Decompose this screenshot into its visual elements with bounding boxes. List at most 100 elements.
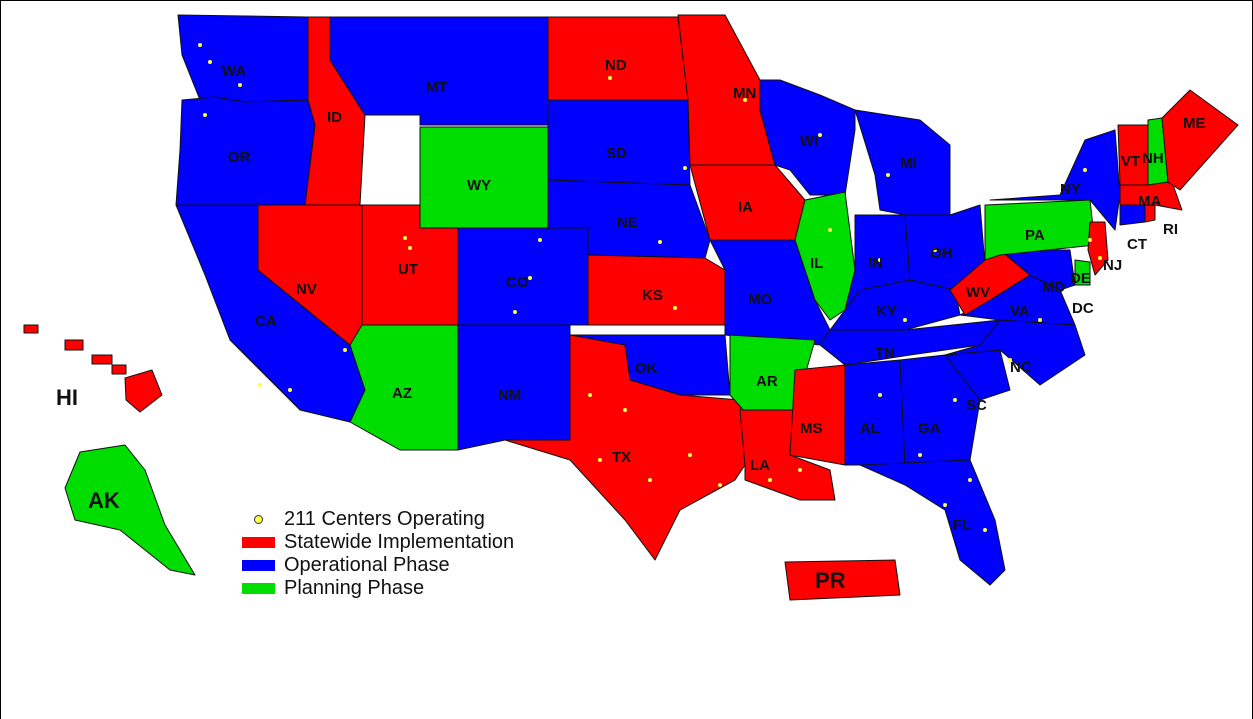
label-AR: AR — [756, 373, 778, 390]
center-dot — [878, 393, 882, 397]
center-dot — [743, 98, 747, 102]
center-dot — [673, 306, 677, 310]
legend-item-operational: Operational Phase — [242, 554, 514, 577]
center-dot — [408, 246, 412, 250]
center-dots — [198, 43, 1102, 532]
center-dot — [288, 388, 292, 392]
center-dot — [608, 76, 612, 80]
label-DC: DC — [1072, 300, 1094, 317]
state-ME — [1161, 89, 1239, 191]
label-SC: SC — [966, 397, 987, 414]
label-CO: CO — [506, 274, 529, 291]
center-dot — [1083, 168, 1087, 172]
label-MA: MA — [1138, 193, 1161, 210]
legend-item-planning: Planning Phase — [242, 577, 514, 600]
center-dot — [538, 238, 542, 242]
center-dot — [953, 398, 957, 402]
label-PA: PA — [1025, 227, 1045, 244]
label-IL: IL — [810, 255, 823, 272]
label-KS: KS — [642, 287, 663, 304]
center-dot — [258, 383, 262, 387]
legend-item-centers: 211 Centers Operating — [242, 508, 514, 531]
state-FL — [859, 459, 1006, 586]
label-MS: MS — [800, 420, 823, 437]
label-NV: NV — [296, 281, 317, 298]
label-LA: LA — [750, 457, 770, 474]
center-dot — [798, 468, 802, 472]
label-CT: CT — [1127, 236, 1147, 253]
label-SD: SD — [606, 145, 627, 162]
label-AL: AL — [860, 420, 880, 437]
center-dot — [203, 113, 207, 117]
state-TX — [504, 334, 746, 561]
legend-label-operational: Operational Phase — [284, 554, 450, 576]
hi-islet — [91, 354, 113, 365]
state-DE — [1074, 259, 1091, 286]
label-ID: ID — [327, 109, 342, 126]
label-OR: OR — [228, 149, 251, 166]
hi-islet — [64, 339, 84, 351]
center-dot — [878, 258, 882, 262]
hi-islet — [23, 324, 39, 334]
center-dot — [658, 240, 662, 244]
label-CA: CA — [255, 313, 277, 330]
legend-label-centers: 211 Centers Operating — [284, 508, 485, 530]
state-MT — [329, 16, 549, 126]
state-PR — [784, 559, 901, 601]
label-OK: OK — [635, 360, 658, 377]
statewide-swatch — [242, 537, 275, 548]
state-WA — [177, 14, 309, 103]
center-dot — [968, 478, 972, 482]
center-dot — [886, 173, 890, 177]
center-dot — [198, 43, 202, 47]
center-dot — [623, 408, 627, 412]
label-UT: UT — [398, 261, 418, 278]
center-dot — [903, 318, 907, 322]
center-dot — [918, 453, 922, 457]
label-MD: MD — [1042, 279, 1065, 296]
label-PR: PR — [815, 568, 846, 593]
center-dot — [1008, 358, 1012, 362]
label-ME: ME — [1183, 115, 1206, 132]
planning-swatch — [242, 583, 275, 594]
center-dot — [818, 133, 822, 137]
label-MT: MT — [426, 79, 448, 96]
center-dot — [588, 393, 592, 397]
center-dot — [238, 83, 242, 87]
state-AK — [64, 444, 196, 576]
center-dot — [933, 248, 937, 252]
center-dot — [528, 276, 532, 280]
label-OH: OH — [930, 245, 953, 262]
label-WV: WV — [966, 284, 990, 301]
label-NM: NM — [498, 387, 521, 404]
label-NJ: NJ — [1103, 257, 1122, 274]
legend-label-planning: Planning Phase — [284, 577, 425, 599]
center-dot — [403, 236, 407, 240]
center-dot — [768, 478, 772, 482]
state-GA — [899, 354, 981, 466]
center-dot — [208, 60, 212, 64]
center-dot-icon — [242, 515, 275, 524]
state-PA — [984, 199, 1096, 261]
label-AK: AK — [88, 488, 120, 513]
state-MD — [999, 249, 1076, 291]
center-dot — [718, 483, 722, 487]
state-NY — [989, 129, 1121, 231]
operational-swatch — [242, 560, 275, 571]
center-dot — [1098, 256, 1102, 260]
label-NH: NH — [1142, 150, 1164, 167]
label-DE: DE — [1070, 270, 1091, 287]
label-NC: NC — [1010, 359, 1032, 376]
label-TX: TX — [612, 449, 631, 466]
label-WI: WI — [800, 133, 818, 150]
label-GA: GA — [918, 420, 941, 437]
label-AZ: AZ — [392, 385, 412, 402]
state-AL — [844, 359, 906, 466]
label-KY: KY — [876, 303, 897, 320]
legend-label-statewide: Statewide Implementation — [284, 531, 515, 553]
center-dot — [688, 453, 692, 457]
center-dot — [1088, 238, 1092, 242]
center-dot — [598, 458, 602, 462]
label-IN: IN — [868, 255, 883, 272]
